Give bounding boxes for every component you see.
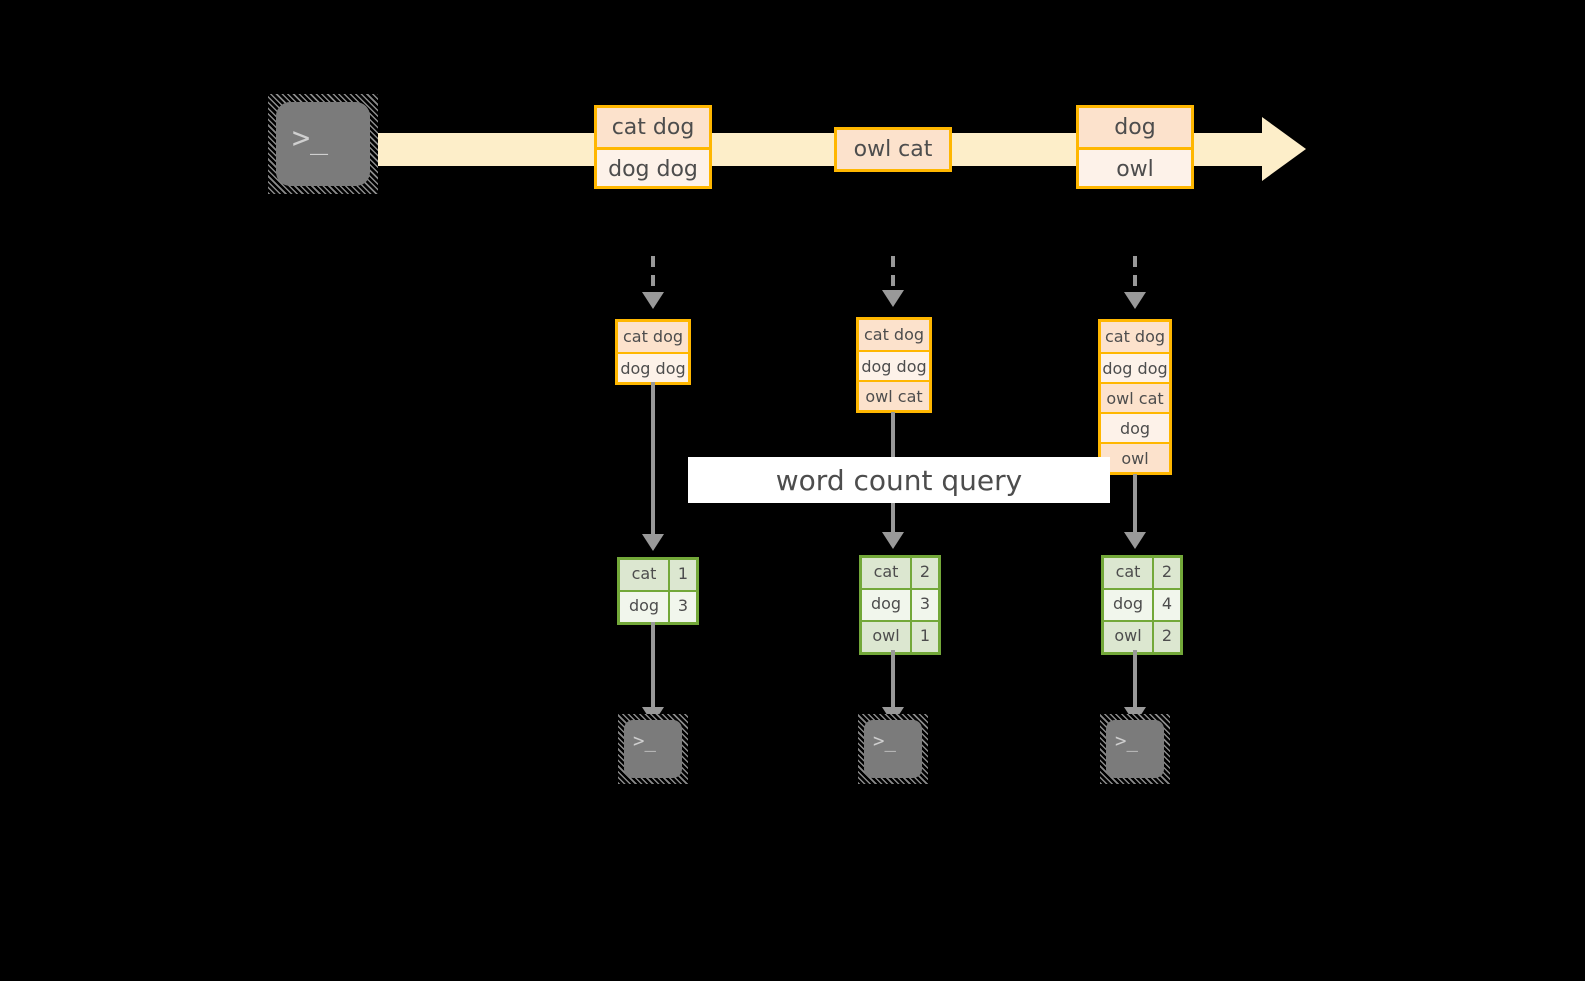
- query-label: word count query: [688, 457, 1110, 503]
- result-word: dog: [620, 592, 668, 622]
- table-row: dog 3: [862, 588, 938, 620]
- input-records-3: cat dog dog dog owl cat dog owl: [1098, 319, 1172, 475]
- result-count: 3: [668, 592, 696, 622]
- input-record-row: dog dog: [618, 352, 688, 382]
- input-record-row: cat dog: [1101, 322, 1169, 352]
- word-count-result-2: cat 2 dog 3 owl 1: [859, 555, 941, 655]
- trigger-arrow-head-2: [882, 290, 904, 307]
- sink-arrow-line-1: [651, 622, 655, 707]
- input-record-row: owl: [1101, 442, 1169, 472]
- result-word: cat: [620, 560, 668, 590]
- result-word: cat: [1104, 558, 1152, 588]
- terminal-prompt: >_: [633, 730, 656, 752]
- terminal-screen: >_: [624, 720, 682, 778]
- terminal-screen: >_: [1106, 720, 1164, 778]
- result-count: 2: [910, 558, 938, 588]
- query-arrow-head-1: [642, 534, 664, 551]
- table-row: owl 1: [862, 620, 938, 652]
- query-arrow-line-3: [1133, 474, 1137, 532]
- result-count: 3: [910, 590, 938, 620]
- stream-record: owl cat: [837, 130, 949, 169]
- stream-record: cat dog: [597, 108, 709, 147]
- table-row: owl 2: [1104, 620, 1180, 652]
- table-row: cat 1: [620, 560, 696, 590]
- input-record-row: owl cat: [859, 380, 929, 410]
- word-count-result-1: cat 1 dog 3: [617, 557, 699, 625]
- table-row: dog 4: [1104, 588, 1180, 620]
- stream-group-1: cat dog dog dog: [594, 105, 712, 189]
- input-records-2: cat dog dog dog owl cat: [856, 317, 932, 413]
- table-row: cat 2: [862, 558, 938, 588]
- input-record-row: cat dog: [859, 320, 929, 350]
- sink-arrow-line-3: [1133, 650, 1137, 707]
- stream-group-3: dog owl: [1076, 105, 1194, 189]
- sink-terminal-icon-3: >_: [1100, 714, 1170, 784]
- stream-record: owl: [1079, 147, 1191, 186]
- trigger-arrow-head-1: [642, 292, 664, 309]
- trigger-arrow-head-3: [1124, 292, 1146, 309]
- result-word: dog: [862, 590, 910, 620]
- table-row: cat 2: [1104, 558, 1180, 588]
- result-word: dog: [1104, 590, 1152, 620]
- input-records-1: cat dog dog dog: [615, 319, 691, 385]
- stream-group-2: owl cat: [834, 127, 952, 172]
- stream-record: dog dog: [597, 147, 709, 186]
- sink-terminal-icon-1: >_: [618, 714, 688, 784]
- result-word: owl: [862, 622, 910, 652]
- result-word: cat: [862, 558, 910, 588]
- terminal-prompt: >_: [292, 121, 329, 156]
- result-count: 1: [910, 622, 938, 652]
- terminal-screen: >_: [276, 102, 370, 186]
- stream-band-arrowhead: [1262, 117, 1306, 181]
- query-label-text: word count query: [775, 463, 1023, 497]
- input-record-row: cat dog: [618, 322, 688, 352]
- input-record-row: owl cat: [1101, 382, 1169, 412]
- query-arrow-head-3: [1124, 532, 1146, 549]
- trigger-arrow-line-1: [651, 256, 655, 292]
- sink-arrow-line-2: [891, 650, 895, 707]
- result-count: 4: [1152, 590, 1180, 620]
- trigger-arrow-line-2: [891, 256, 895, 290]
- source-terminal-icon: >_: [268, 94, 378, 194]
- input-record-row: dog dog: [859, 350, 929, 380]
- terminal-prompt: >_: [1115, 730, 1138, 752]
- input-record-row: dog: [1101, 412, 1169, 442]
- table-row: dog 3: [620, 590, 696, 622]
- result-count: 2: [1152, 622, 1180, 652]
- word-count-result-3: cat 2 dog 4 owl 2: [1101, 555, 1183, 655]
- stream-record: dog: [1079, 108, 1191, 147]
- query-arrow-head-2: [882, 532, 904, 549]
- sink-terminal-icon-2: >_: [858, 714, 928, 784]
- terminal-screen: >_: [864, 720, 922, 778]
- query-arrow-line-1: [651, 382, 655, 534]
- trigger-arrow-line-3: [1133, 256, 1137, 292]
- result-count: 1: [668, 560, 696, 590]
- result-word: owl: [1104, 622, 1152, 652]
- input-record-row: dog dog: [1101, 352, 1169, 382]
- terminal-prompt: >_: [873, 730, 896, 752]
- result-count: 2: [1152, 558, 1180, 588]
